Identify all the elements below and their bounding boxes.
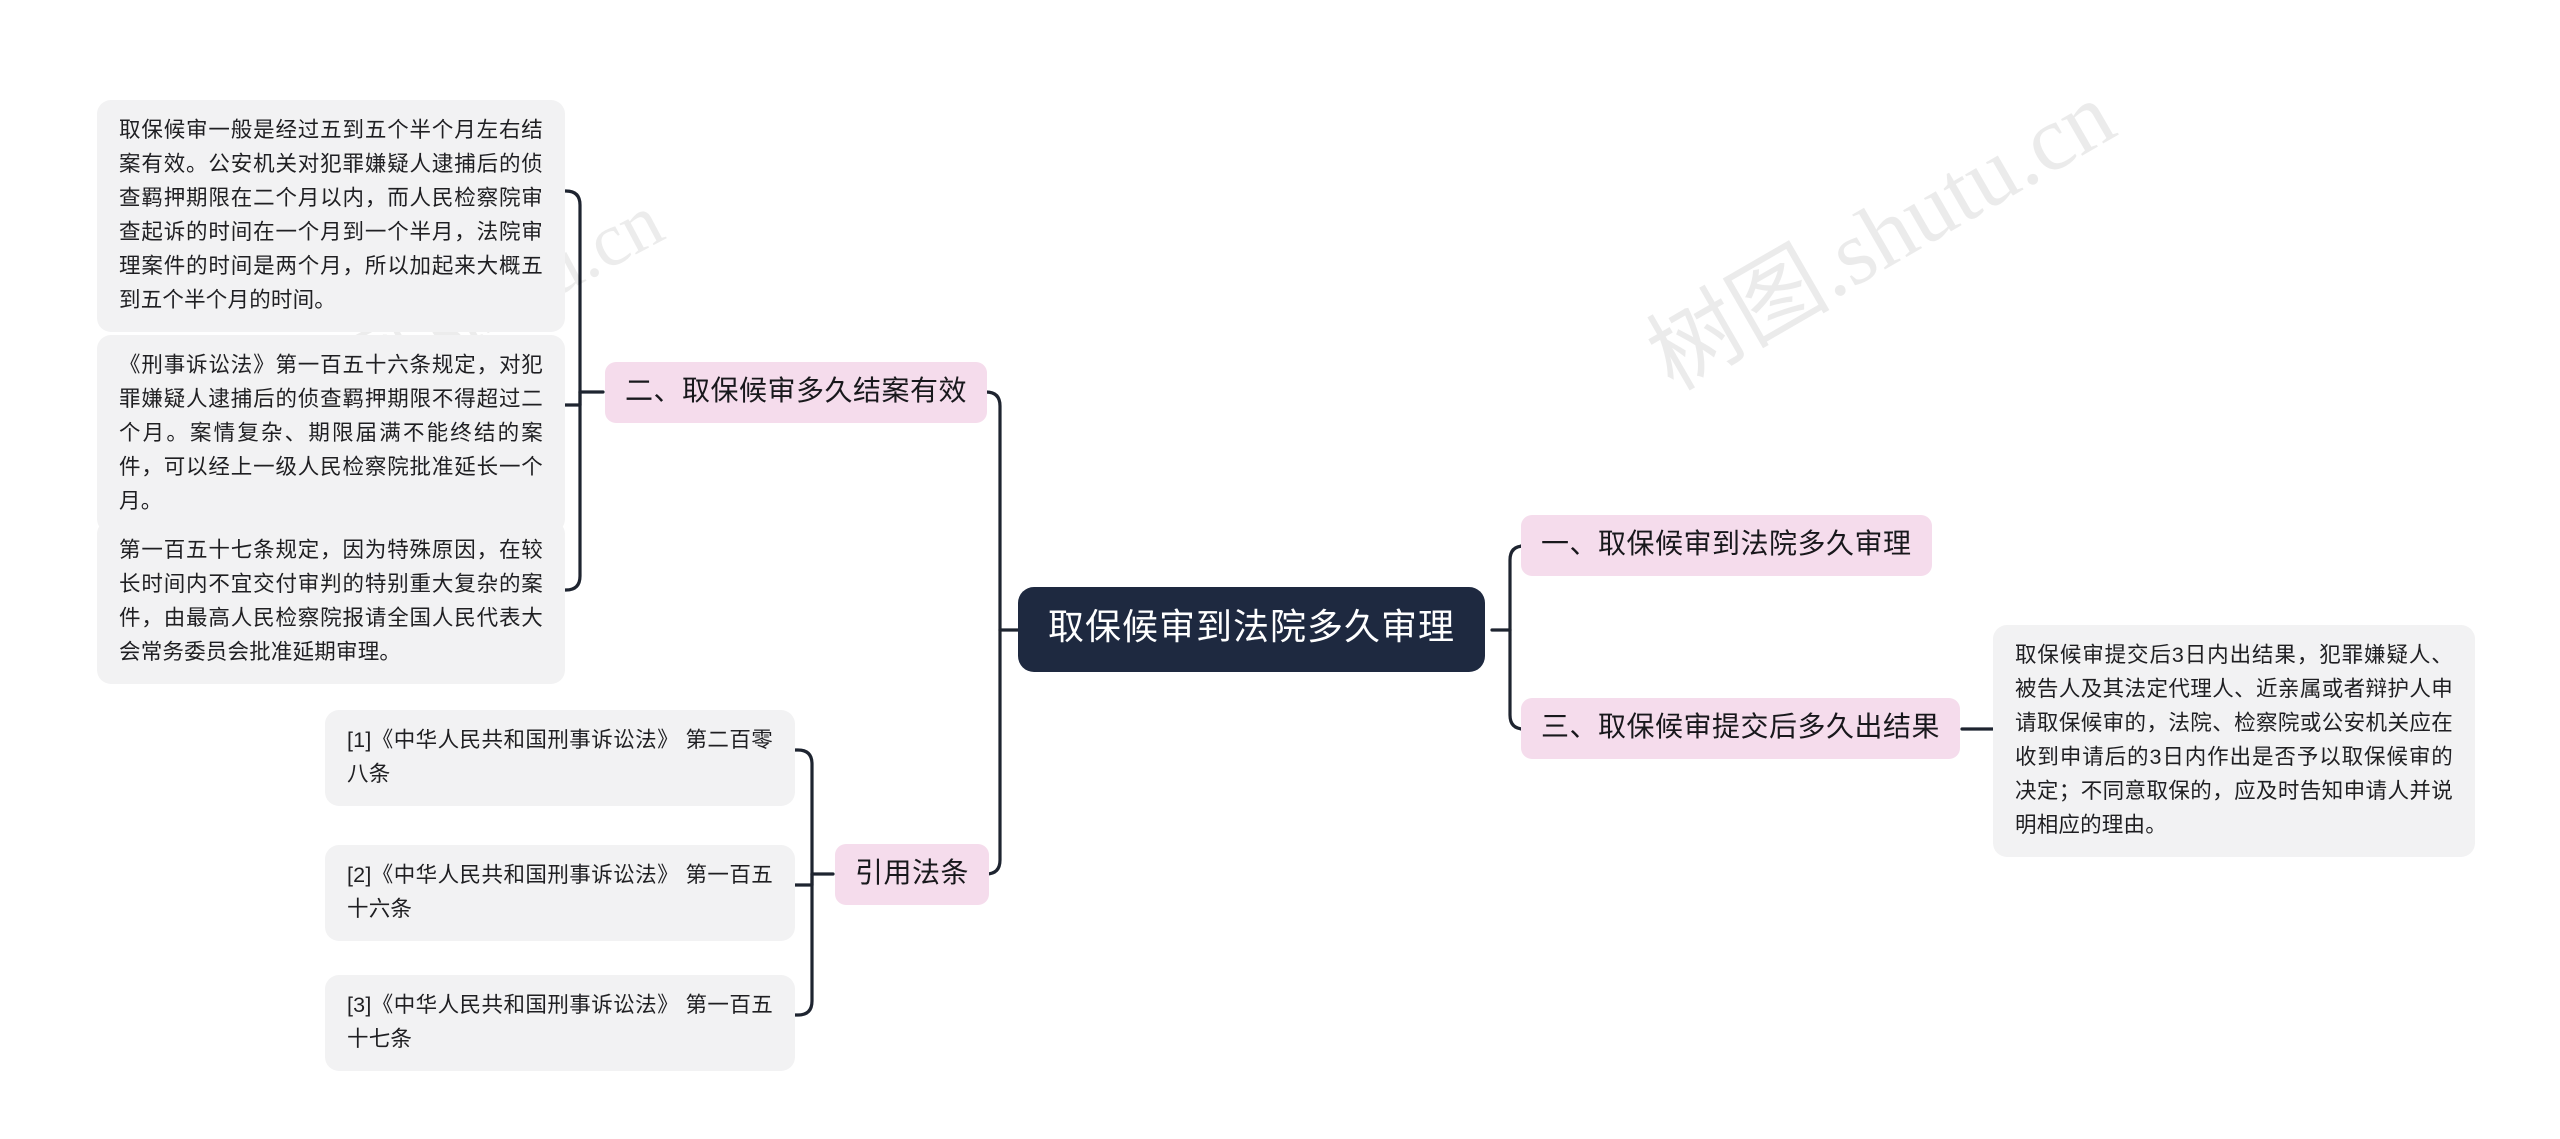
link-citations-to-leaf-3 xyxy=(793,872,814,1017)
branch-node-case-closing-validity[interactable]: 二、取保候审多久结案有效 xyxy=(605,362,988,423)
link-root-to-left-branch-2 xyxy=(981,628,1002,876)
leaf-text: 取保候审提交后3日内出结果，犯罪嫌疑人、被告人及其法定代理人、近亲属或者辩护人申… xyxy=(1993,625,2475,857)
link-root-to-left-branch-1 xyxy=(981,390,1002,632)
branch-label: 引用法条 xyxy=(835,844,990,905)
leaf-node-duration-summary[interactable]: 取保候审一般是经过五到五个半个月左右结案有效。公安机关对犯罪嫌疑人逮捕后的侦查羁… xyxy=(97,100,565,332)
leaf-text: 第一百五十七条规定，因为特殊原因，在较长时间内不宜交付审判的特别重大复杂的案件，… xyxy=(97,520,565,684)
citation-node-3[interactable]: [3]《中华人民共和国刑事诉讼法》 第一百五十七条 xyxy=(325,975,795,1071)
citation-text: [1]《中华人民共和国刑事诉讼法》 第二百零八条 xyxy=(325,710,795,806)
root-node[interactable]: 取保候审到法院多久审理 xyxy=(1018,587,1486,672)
branch-node-court-review-time[interactable]: 一、取保候审到法院多久审理 xyxy=(1521,515,1932,576)
citation-text: [2]《中华人民共和国刑事诉讼法》 第一百五十六条 xyxy=(325,845,795,941)
link-citations-to-leaf-1 xyxy=(793,748,814,876)
leaf-node-result-detail[interactable]: 取保候审提交后3日内出结果，犯罪嫌疑人、被告人及其法定代理人、近亲属或者辩护人申… xyxy=(1993,625,2475,857)
watermark-right: 树图.shutu.cn xyxy=(1632,62,2131,410)
root-label: 取保候审到法院多久审理 xyxy=(1018,587,1486,672)
branch-label: 一、取保候审到法院多久审理 xyxy=(1521,515,1932,576)
branch-node-result-time[interactable]: 三、取保候审提交后多久出结果 xyxy=(1521,698,1961,759)
link-branch2-to-leaf-1 xyxy=(561,189,582,394)
leaf-text: 《刑事诉讼法》第一百五十六条规定，对犯罪嫌疑人逮捕后的侦查羁押期限不得超过二个月… xyxy=(97,335,565,533)
branch-label: 三、取保候审提交后多久出结果 xyxy=(1521,698,1961,759)
branch-node-cited-laws[interactable]: 引用法条 xyxy=(835,844,990,905)
citation-text: [3]《中华人民共和国刑事诉讼法》 第一百五十七条 xyxy=(325,975,795,1071)
leaf-node-article-157[interactable]: 第一百五十七条规定，因为特殊原因，在较长时间内不宜交付审判的特别重大复杂的案件，… xyxy=(97,520,565,684)
leaf-node-article-156[interactable]: 《刑事诉讼法》第一百五十六条规定，对犯罪嫌疑人逮捕后的侦查羁押期限不得超过二个月… xyxy=(97,335,565,533)
link-branch2-to-leaf-3 xyxy=(561,390,582,592)
citation-node-2[interactable]: [2]《中华人民共和国刑事诉讼法》 第一百五十六条 xyxy=(325,845,795,941)
branch-label: 二、取保候审多久结案有效 xyxy=(605,362,988,423)
leaf-text: 取保候审一般是经过五到五个半个月左右结案有效。公安机关对犯罪嫌疑人逮捕后的侦查羁… xyxy=(97,100,565,332)
citation-node-1[interactable]: [1]《中华人民共和国刑事诉讼法》 第二百零八条 xyxy=(325,710,795,806)
